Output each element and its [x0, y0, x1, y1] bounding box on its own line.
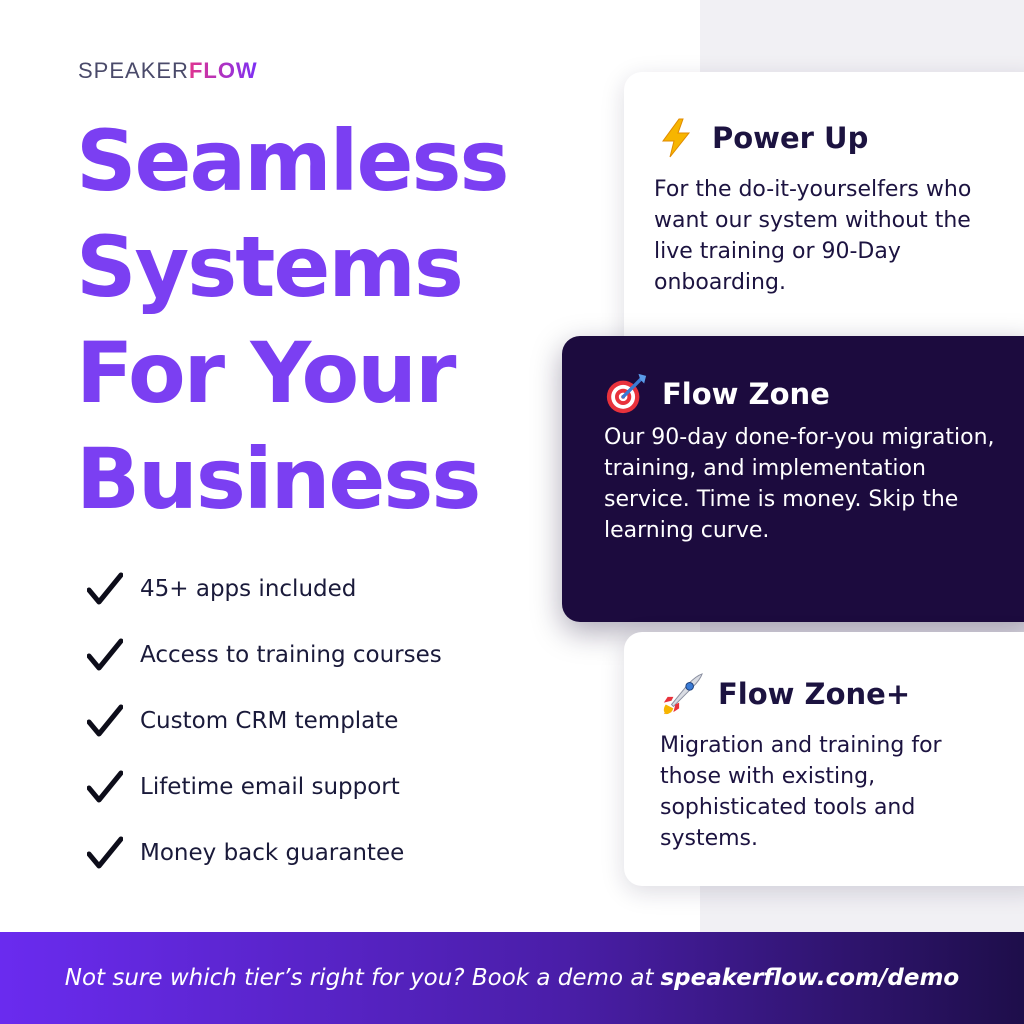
- tier-card-flow-zone-plus: Flow Zone+ Migration and training for th…: [624, 632, 1024, 886]
- feature-item: Money back guarantee: [86, 820, 442, 886]
- feature-item: Access to training courses: [86, 622, 442, 688]
- feature-label: Access to training courses: [140, 642, 442, 668]
- feature-item: Custom CRM template: [86, 688, 442, 754]
- headline-line-1: Seamless: [76, 112, 509, 210]
- tier-title: Power Up: [712, 121, 869, 155]
- rocket-icon: [660, 672, 704, 716]
- tier-description: For the do-it-yourselfers who want our s…: [654, 177, 972, 295]
- headline-line-2: Systems: [76, 218, 464, 316]
- tier-description: Migration and training for those with ex…: [660, 733, 942, 851]
- feature-label: Money back guarantee: [140, 840, 405, 866]
- tier-title-row: Flow Zone+: [660, 672, 1024, 716]
- headline-line-3: For Your: [76, 324, 456, 422]
- demo-link[interactable]: speakerflow.com/demo: [660, 965, 960, 991]
- feature-item: Lifetime email support: [86, 754, 442, 820]
- page-title: Seamless Systems For Your Business: [76, 108, 596, 532]
- checkmark-icon: [86, 636, 124, 674]
- footer-banner: Not sure which tier’s right for you? Boo…: [0, 932, 1024, 1024]
- feature-label: Custom CRM template: [140, 708, 399, 734]
- footer-text: Not sure which tier’s right for you? Boo…: [64, 965, 654, 991]
- checkmark-icon: [86, 768, 124, 806]
- tier-card-power-up: Power Up For the do-it-yourselfers who w…: [624, 72, 1024, 362]
- tier-title: Flow Zone+: [718, 677, 911, 711]
- feature-item: 45+ apps included: [86, 556, 442, 622]
- feature-label: Lifetime email support: [140, 774, 400, 800]
- feature-list: 45+ apps included Access to training cou…: [86, 556, 442, 886]
- speakerflow-logo: SPEAKERFLOW: [78, 58, 258, 84]
- headline-line-4: Business: [76, 430, 481, 528]
- checkmark-icon: [86, 702, 124, 740]
- tier-title-row: Flow Zone: [604, 372, 1012, 416]
- tier-card-flow-zone: Flow Zone Our 90-day done-for-you migrat…: [562, 336, 1024, 622]
- logo-prefix: SPEAKER: [78, 58, 189, 83]
- tier-title-row: Power Up: [654, 116, 1024, 160]
- checkmark-icon: [86, 570, 124, 608]
- logo-accent: FLOW: [188, 58, 258, 83]
- tier-description: Our 90-day done-for-you migration, train…: [604, 425, 995, 543]
- feature-label: 45+ apps included: [140, 576, 357, 602]
- checkmark-icon: [86, 834, 124, 872]
- lightning-icon: [654, 116, 698, 160]
- tier-title: Flow Zone: [662, 377, 830, 411]
- target-icon: [604, 372, 648, 416]
